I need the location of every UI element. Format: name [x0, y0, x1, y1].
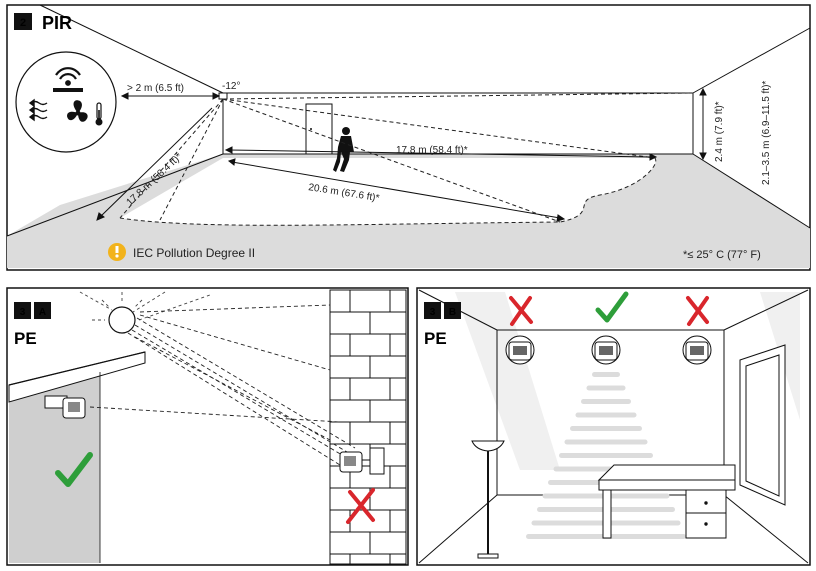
environment-callout [15, 51, 117, 153]
panel-pe-outdoor: 3 A PE [6, 287, 409, 566]
label-dist-wall: > 2 m (6.5 ft) [127, 83, 184, 94]
cross-icon [509, 296, 533, 326]
panel-title: PIR [42, 13, 72, 33]
thermometer-icon [95, 102, 103, 126]
sensor-icon [505, 335, 535, 365]
window [739, 344, 786, 506]
panel-pe-indoor: 3 B PE [416, 287, 811, 566]
fan-icon [67, 100, 88, 122]
detection-rays [119, 92, 694, 223]
temperature-footnote: *≤ 25° C (77° F) [683, 249, 761, 261]
step-badge [14, 302, 31, 319]
substep-badge [444, 302, 461, 319]
cross-icon [346, 488, 375, 524]
pollution-note: IEC Pollution Degree II [133, 246, 255, 260]
label-height-mount: 2.4 m (7.9 ft)* [714, 101, 725, 162]
wifi-icon [55, 67, 81, 86]
substep-letter: B [449, 307, 456, 318]
desk [597, 464, 736, 539]
device-bar [53, 88, 83, 92]
airflow-icon [28, 98, 48, 122]
check-icon [55, 452, 93, 487]
panel-pir: 2 PIR [6, 4, 811, 271]
sensor-icon [218, 92, 228, 100]
step-number: 2 [20, 17, 26, 29]
sensor-icon [591, 335, 621, 365]
panel-title: PE [424, 329, 447, 348]
label-angle: -12° [222, 81, 240, 92]
label-height-range: 2.1–3.5 m (6.9–11.5 ft)* [761, 81, 772, 185]
label-dist-center: 17.8 m (58.4 ft)* [396, 145, 468, 156]
step-number: 3 [20, 307, 26, 318]
sensor-icon [682, 335, 712, 365]
step-badge [424, 302, 441, 319]
cross-icon [686, 296, 709, 326]
substep-badge [34, 302, 51, 319]
step-number: 3 [430, 307, 436, 318]
floor-lamp [471, 440, 505, 559]
sensor-icon [44, 395, 86, 419]
sun-icon [79, 291, 211, 334]
warning-icon [108, 243, 126, 261]
substep-letter: A [39, 307, 46, 318]
sensor-icon [339, 447, 385, 475]
brick-wall [329, 289, 407, 565]
door [305, 103, 333, 155]
house-wall [9, 372, 100, 563]
step-badge [14, 13, 32, 30]
panel-title: PE [14, 329, 37, 348]
light-rays [89, 304, 356, 466]
check-icon [595, 291, 629, 323]
